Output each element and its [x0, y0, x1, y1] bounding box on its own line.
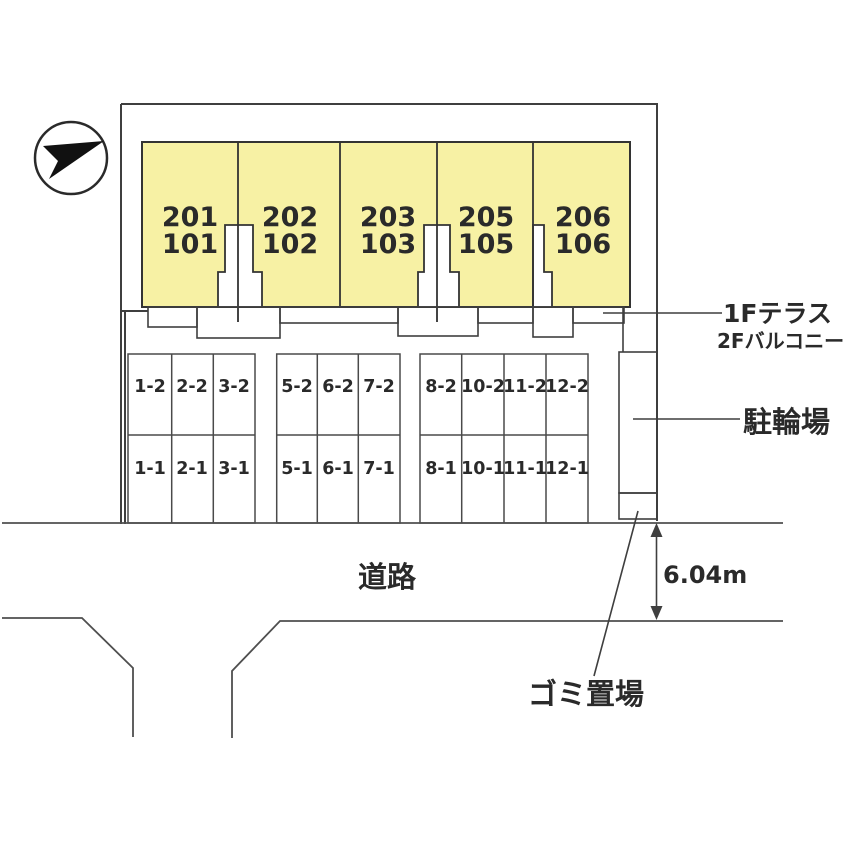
garbage-label: ゴミ置場: [528, 677, 644, 711]
bicycle-label: 駐輪場: [743, 405, 830, 439]
parking-space-label: 5-2: [281, 377, 313, 397]
garbage-area-box: [618, 492, 658, 520]
parking-space-label: 7-1: [363, 459, 395, 479]
terrace-box: [477, 306, 534, 324]
terrace-box: [147, 306, 198, 328]
parking-space-label: 10-1: [461, 459, 505, 479]
unit-labels: 201 101 202 102 203 103 205 105 206 106: [162, 202, 611, 260]
unit-label-upper: 202: [262, 202, 318, 233]
parking-space-label: 8-1: [425, 459, 457, 479]
terrace-label: 1Fテラス: [723, 299, 832, 328]
unit-label-upper: 206: [555, 202, 611, 233]
parking-space-label: 3-1: [218, 459, 250, 479]
parking-space-label: 7-2: [363, 377, 395, 397]
unit-label-lower: 103: [360, 229, 416, 260]
road-width-label: 6.04m: [663, 561, 747, 589]
building-block: 201 101 202 102 203 103 205 105 206 106: [141, 141, 631, 322]
parking-space-label: 5-1: [281, 459, 313, 479]
parking-space-label: 11-2: [503, 377, 547, 397]
right-strip: [618, 307, 658, 520]
north-arrow-icon: [33, 120, 109, 196]
dimension-arrow-up: [650, 523, 663, 537]
parking-space-label: 6-1: [322, 459, 354, 479]
parking-space-label: 10-2: [461, 377, 505, 397]
unit-label-upper: 201: [162, 202, 218, 233]
dimension-arrow-down: [650, 606, 663, 620]
roads: [2, 522, 783, 738]
parking-space-label: 1-1: [134, 459, 166, 479]
leader-lines: [593, 312, 740, 677]
bicycle-parking-box: [618, 351, 658, 494]
terrace-box: [279, 306, 399, 324]
parking-space-label: 3-2: [218, 377, 250, 397]
parking-space-label: 12-1: [545, 459, 589, 479]
unit-dividers: [237, 142, 534, 322]
parking-space-label: 11-1: [503, 459, 547, 479]
unit-label-upper: 203: [360, 202, 416, 233]
entrance-cutouts: [217, 224, 553, 308]
road-width-dimension: [650, 523, 663, 620]
compass-circle: [33, 120, 109, 196]
parking-labels: 1-2 2-2 3-2 5-2 6-2 7-2 8-2 10-2 11-2 12…: [134, 377, 589, 479]
unit-label-lower: 101: [162, 229, 218, 260]
garbage-leader-line: [593, 510, 639, 677]
parking-space-label: 12-2: [545, 377, 589, 397]
unit-label-lower: 106: [555, 229, 611, 260]
road-edge-lower-left: [2, 617, 134, 737]
porch-box: [397, 306, 479, 337]
parking-space-label: 2-2: [176, 377, 208, 397]
parking-space-label: 2-1: [176, 459, 208, 479]
unit-label-upper: 205: [458, 202, 514, 233]
parking-space-label: 8-2: [425, 377, 457, 397]
parking-space-label: 6-2: [322, 377, 354, 397]
unit-label-lower: 105: [458, 229, 514, 260]
road-edge-lower-right: [231, 620, 783, 738]
balcony-label: 2Fバルコニー: [717, 329, 844, 353]
parking-space-label: 1-2: [134, 377, 166, 397]
annotations: 1Fテラス 2Fバルコニー 駐輪場 道路 6.04m ゴミ置場: [358, 299, 844, 711]
porch-box: [532, 306, 574, 338]
terrace-box: [572, 306, 625, 324]
unit-label-lower: 102: [262, 229, 318, 260]
road-label: 道路: [358, 560, 417, 594]
compass-needle: [43, 141, 104, 179]
terrace-porch-row: [147, 306, 625, 339]
